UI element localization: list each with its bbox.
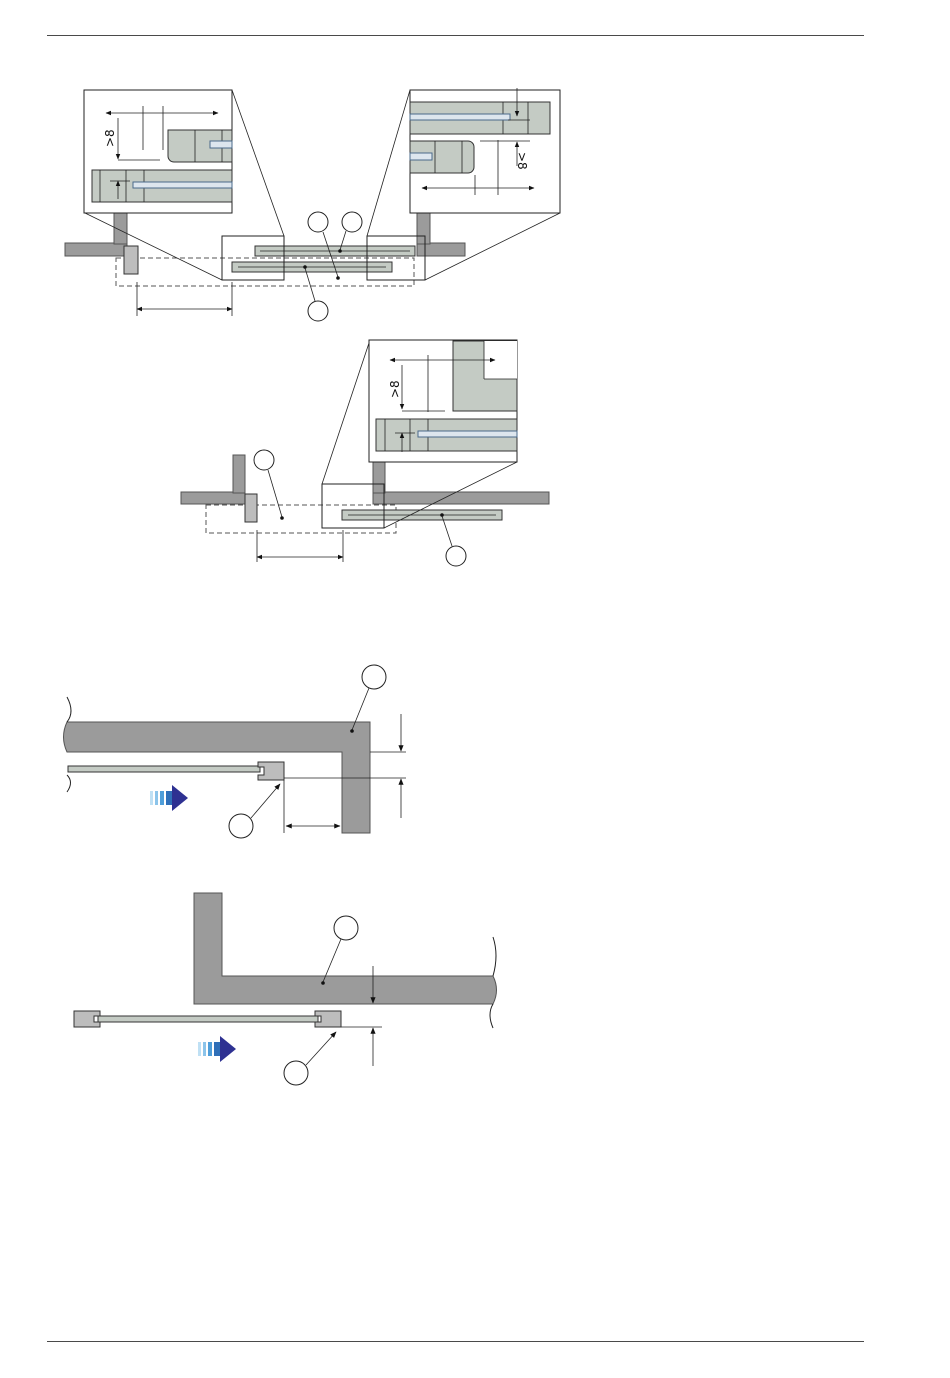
callout-circle-2	[284, 1061, 308, 1085]
dimension-label-right: >8	[515, 152, 529, 170]
callout-circle-2	[342, 212, 362, 232]
footer-rule	[47, 1341, 864, 1342]
left-frame-block	[245, 494, 257, 522]
callout-circle-1	[334, 916, 358, 940]
glass-rail	[68, 766, 260, 772]
header-rule	[47, 35, 864, 36]
end-stop-right	[315, 1011, 341, 1027]
wall-right-post	[417, 210, 430, 244]
end-stop-left	[74, 1011, 100, 1027]
glass-rail	[98, 1016, 318, 1022]
direction-arrow-icon	[150, 785, 188, 811]
wall-left-post	[114, 210, 127, 244]
wall-left	[181, 492, 245, 504]
figure-2-door-top-view: >8	[0, 330, 950, 570]
wall-right-post	[373, 460, 385, 493]
figure-3-end-stop-detail	[0, 660, 950, 850]
callout-circle-2	[446, 546, 466, 566]
callout-circle-1	[254, 450, 274, 470]
callout-circle-1	[308, 212, 328, 232]
direction-arrow-icon	[198, 1036, 236, 1062]
dimension-label-left: >8	[103, 129, 117, 147]
wall-right	[373, 492, 549, 504]
left-frame-block	[124, 246, 138, 274]
wall-l-shaped	[194, 893, 497, 1004]
wall-left	[65, 243, 127, 256]
dimension-label: >8	[388, 380, 402, 398]
wall-l-shaped	[64, 722, 371, 833]
callout-circle-2	[229, 814, 253, 838]
figure-4-end-stop-detail	[0, 885, 950, 1085]
callout-circle-1	[362, 665, 386, 689]
wall-left-post	[233, 455, 245, 493]
end-stop	[258, 762, 284, 780]
callout-circle-3	[308, 301, 328, 321]
wall-right	[417, 243, 465, 256]
